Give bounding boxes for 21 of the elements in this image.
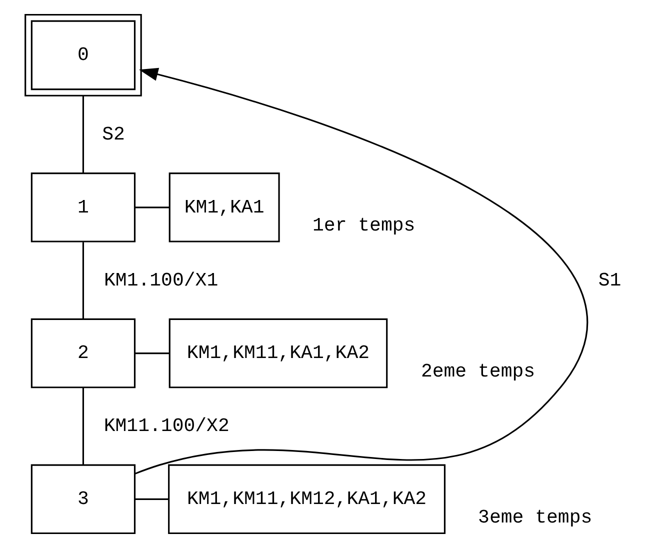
node-label: 2eme temps [420, 360, 535, 382]
arrow [134, 68, 586, 474]
edge-label: KM1.100/X1 [104, 269, 218, 292]
edge-label: KM11.100/X2 [103, 415, 229, 438]
connector [82, 96, 84, 173]
node-box: 0 [24, 14, 142, 96]
node-box: KM1,KA1 [168, 172, 280, 242]
edge-label: S2 [102, 123, 124, 146]
node-box: KM1,KM11,KM12,KA1,KA2 [168, 464, 446, 534]
node-box: 3 [30, 464, 136, 534]
connector [134, 206, 169, 208]
connector [82, 242, 84, 319]
node-box: 2 [30, 318, 136, 388]
node-box: KM1,KM11,KA1,KA2 [168, 318, 388, 388]
node-label: 1er temps [312, 214, 415, 237]
connector [134, 352, 169, 354]
connector [82, 388, 84, 465]
edge-label: S1 [598, 269, 621, 292]
node-box: 1 [30, 172, 136, 242]
connector [134, 498, 168, 500]
node-label: 3eme temps [478, 506, 592, 528]
